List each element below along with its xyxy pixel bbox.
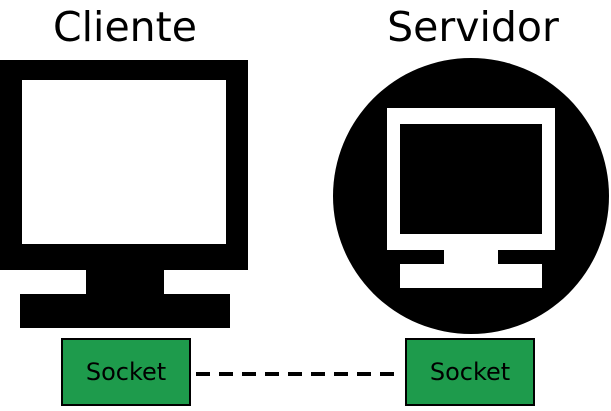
server-title: Servidor — [387, 3, 559, 51]
client-title: Cliente — [53, 3, 197, 51]
client-monitor-icon — [0, 60, 248, 328]
client-socket-label: Socket — [85, 358, 167, 386]
server-socket-box: Socket — [405, 338, 535, 406]
server-monitor-icon — [333, 58, 609, 334]
client-socket-box: Socket — [61, 338, 191, 406]
server-socket-label: Socket — [429, 358, 511, 386]
